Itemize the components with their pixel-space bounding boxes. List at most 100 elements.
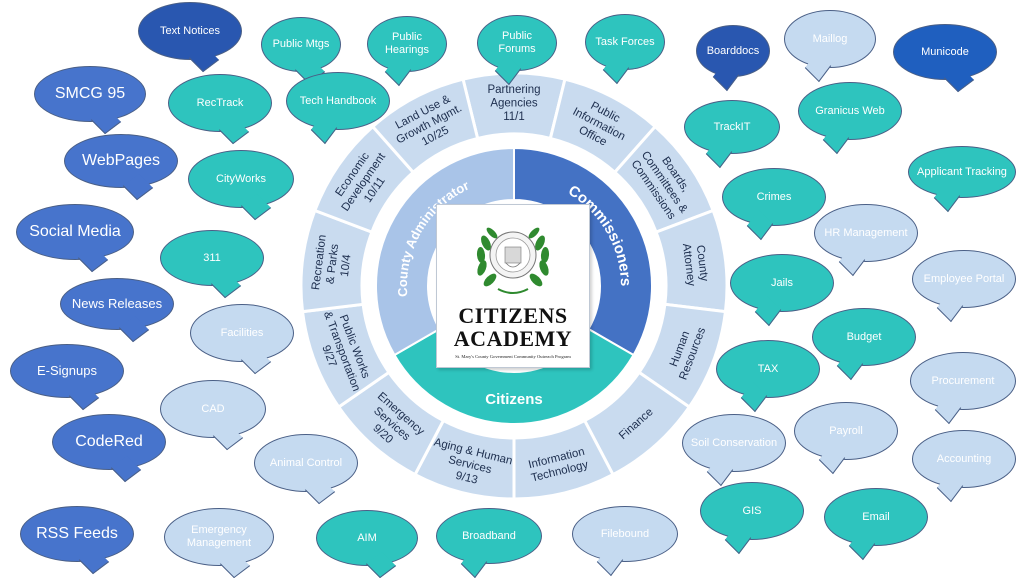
bubble-maillog: Maillog bbox=[784, 10, 876, 68]
county-seal-icon bbox=[476, 227, 550, 294]
citizens-academy-logo: CITIZENS ACADEMY St. Mary's County Gover… bbox=[436, 204, 590, 368]
bubble-budget: Budget bbox=[812, 308, 916, 366]
bubble-municode: Municode bbox=[893, 24, 997, 80]
bubble-animal-control: Animal Control bbox=[254, 434, 358, 492]
bubble-webpages: WebPages bbox=[64, 134, 178, 188]
bubble-label: CAD bbox=[201, 402, 225, 415]
logo-subtitle: St. Mary's County Government Community O… bbox=[455, 354, 571, 359]
bubble-smcg95: SMCG 95 bbox=[34, 66, 146, 122]
bubble-task-forces: Task Forces bbox=[585, 14, 665, 70]
bubble-public-mtgs: Public Mtgs bbox=[261, 17, 341, 72]
bubble-public-hearings: Public Hearings bbox=[367, 16, 447, 72]
bubble-label: Crimes bbox=[756, 190, 792, 203]
bubble-label: Jails bbox=[770, 276, 793, 289]
bubble-label: TAX bbox=[757, 362, 779, 375]
bubble-label: Broadband bbox=[462, 529, 516, 542]
segment-label-line: & Parks bbox=[324, 243, 341, 285]
segment-label-line: 10/4 bbox=[339, 253, 354, 277]
bubble-label: HR Management bbox=[824, 226, 908, 239]
bubble-news-releases: News Releases bbox=[60, 278, 174, 330]
bubble-label: RecTrack bbox=[196, 96, 244, 109]
bubble-aim: AIM bbox=[316, 510, 418, 566]
bubble-label: Tech Handbook bbox=[299, 94, 377, 107]
bubble-label: Accounting bbox=[936, 452, 992, 465]
bubble-label: SMCG 95 bbox=[54, 84, 126, 102]
bubble-hr-management: HR Management bbox=[814, 204, 918, 262]
bubble-label: Email bbox=[862, 510, 890, 523]
bubble-email: Email bbox=[824, 488, 928, 546]
segment-label-line: Agencies bbox=[490, 98, 538, 110]
bubble-label: Soil Conservation bbox=[690, 436, 778, 449]
bubble-social-media: Social Media bbox=[16, 204, 134, 260]
bubble-label: Budget bbox=[846, 330, 882, 343]
bubble-facilities: Facilities bbox=[190, 304, 294, 362]
bubble-tech-handbook: Tech Handbook bbox=[286, 72, 390, 130]
bubble-rss-feeds: RSS Feeds bbox=[20, 506, 134, 562]
bubble-public-forums: Public Forums bbox=[477, 15, 557, 71]
bubble-cad: CAD bbox=[160, 380, 266, 438]
bubble-label: Payroll bbox=[829, 424, 863, 437]
bubble-label: AIM bbox=[357, 531, 377, 544]
bubble-label: Public Mtgs bbox=[272, 38, 330, 51]
bubble-label: Procurement bbox=[931, 374, 995, 387]
bubble-label: RSS Feeds bbox=[36, 524, 118, 542]
bubble-label: Public Hearings bbox=[384, 31, 430, 56]
bubble-label: CodeRed bbox=[75, 432, 143, 450]
bubble-label: Public Forums bbox=[498, 30, 536, 55]
bubble-crimes: Crimes bbox=[722, 168, 826, 226]
bubble-label: E-Signups bbox=[37, 362, 97, 378]
bubble-accounting: Accounting bbox=[912, 430, 1016, 488]
bubble-employee-portal: Employee Portal bbox=[912, 250, 1016, 308]
bubble-label: Granicus Web bbox=[815, 104, 885, 117]
bubble-label: WebPages bbox=[82, 151, 160, 169]
bubble-label: News Releases bbox=[71, 295, 163, 311]
bubble-applicant-tracking: Applicant Tracking bbox=[908, 146, 1016, 198]
bubble-label: Animal Control bbox=[269, 456, 343, 469]
segment-label-line: 11/1 bbox=[503, 111, 525, 123]
bubble-label: Maillog bbox=[812, 32, 848, 45]
bubble-boarddocs: Boarddocs bbox=[696, 25, 770, 77]
bubble-broadband: Broadband bbox=[436, 508, 542, 564]
bubble-label: 311 bbox=[203, 251, 221, 264]
bubble-label: TrackIT bbox=[713, 120, 751, 133]
bubble-emergency-management: Emergency Management bbox=[164, 508, 274, 566]
bubble-jails: Jails bbox=[730, 254, 834, 312]
bubble-cityworks: CityWorks bbox=[188, 150, 294, 208]
bubble-311: 311 bbox=[160, 230, 264, 286]
bubble-label: Text Notices bbox=[160, 24, 220, 37]
segment-label-line: Attorney bbox=[680, 243, 697, 287]
bubble-label: CityWorks bbox=[216, 172, 266, 185]
segment-label-line: Partnering bbox=[487, 84, 540, 96]
citizens-label: Citizens bbox=[485, 391, 543, 408]
segment-label-line: County bbox=[694, 244, 710, 282]
bubble-label: Boarddocs bbox=[706, 44, 760, 57]
bubble-gis: GIS bbox=[700, 482, 804, 540]
bubble-rectrack: RecTrack bbox=[168, 74, 272, 132]
bubble-label: Filebound bbox=[600, 527, 650, 540]
bubble-label: Municode bbox=[921, 45, 969, 58]
bubble-codered: CodeRed bbox=[52, 414, 166, 470]
bubble-tax: TAX bbox=[716, 340, 820, 398]
bubble-esignups: E-Signups bbox=[10, 344, 124, 398]
bubble-trackit: TrackIT bbox=[684, 100, 780, 154]
county-administrator-sector bbox=[375, 146, 515, 357]
bubble-label: GIS bbox=[742, 504, 762, 517]
logo-title-line2: ACADEMY bbox=[453, 326, 573, 351]
bubble-label: Facilities bbox=[220, 326, 264, 339]
bubble-soil-conservation: Soil Conservation bbox=[682, 414, 786, 472]
logo-title-line1: CITIZENS bbox=[458, 303, 568, 328]
bubble-text-notices: Text Notices bbox=[138, 2, 242, 60]
segment-label-line: 9/13 bbox=[454, 470, 479, 487]
bubble-granicus-web: Granicus Web bbox=[798, 82, 902, 140]
bubble-label: Social Media bbox=[29, 222, 121, 240]
bubble-label: Applicant Tracking bbox=[917, 165, 1007, 178]
bubble-label: Task Forces bbox=[595, 35, 655, 48]
bubble-payroll: Payroll bbox=[794, 402, 898, 460]
bubble-procurement: Procurement bbox=[910, 352, 1016, 410]
bubble-label: Emergency Management bbox=[186, 524, 252, 549]
bubble-label: Employee Portal bbox=[923, 272, 1005, 285]
